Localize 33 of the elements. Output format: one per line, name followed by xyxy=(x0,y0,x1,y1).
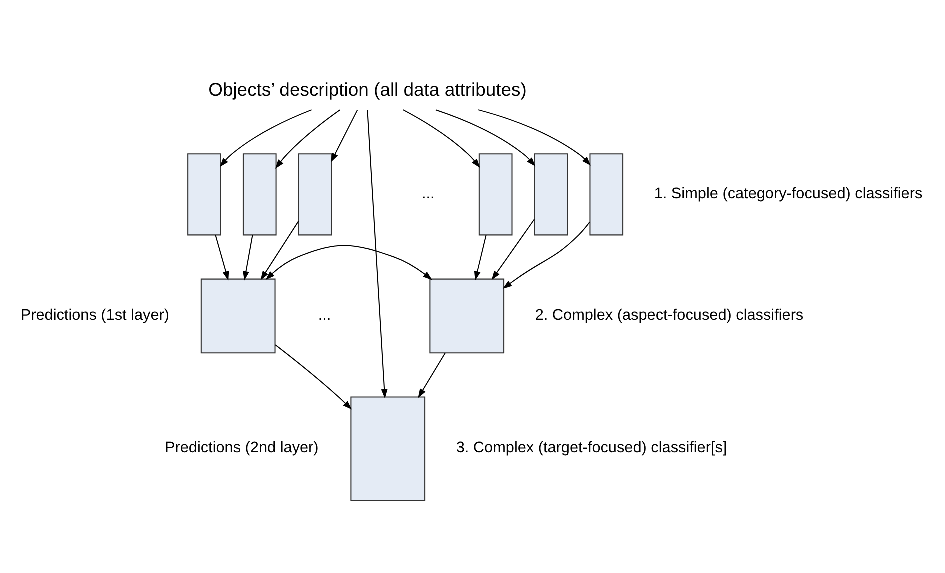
arrow xyxy=(275,109,340,168)
arrow xyxy=(502,221,590,288)
label: 1. Simple (category-focused) classifiers xyxy=(654,184,923,202)
label: 2. Complex (aspect-focused) classifiers xyxy=(535,306,804,324)
arrow xyxy=(474,234,487,280)
arrow xyxy=(436,109,536,166)
node-box xyxy=(200,278,276,354)
node-box xyxy=(534,153,568,236)
label: Predictions (2nd layer) xyxy=(164,439,319,456)
node-box xyxy=(242,153,277,236)
node-box xyxy=(478,153,513,236)
arrow xyxy=(478,109,592,166)
arrow xyxy=(266,244,432,280)
node-box xyxy=(590,153,624,236)
label: ... xyxy=(318,306,332,324)
arrow xyxy=(243,234,254,280)
arrow xyxy=(215,234,230,280)
node-box xyxy=(430,278,505,354)
node-text: Objects’ description (all data attributes) xyxy=(208,78,527,100)
arrow xyxy=(331,109,358,162)
arrow xyxy=(492,218,535,280)
arrow xyxy=(220,109,312,167)
arrow xyxy=(418,352,446,398)
node-box xyxy=(298,153,332,236)
arrow xyxy=(260,220,300,280)
arrow xyxy=(275,344,352,410)
label: ... xyxy=(422,184,435,202)
arrow xyxy=(403,109,480,168)
node-box xyxy=(350,396,426,501)
arrow xyxy=(367,110,388,398)
label: 3. Complex (target-focused) classifier[s] xyxy=(456,439,728,456)
node-box xyxy=(188,153,222,236)
label: Predictions (1st layer) xyxy=(20,306,170,324)
